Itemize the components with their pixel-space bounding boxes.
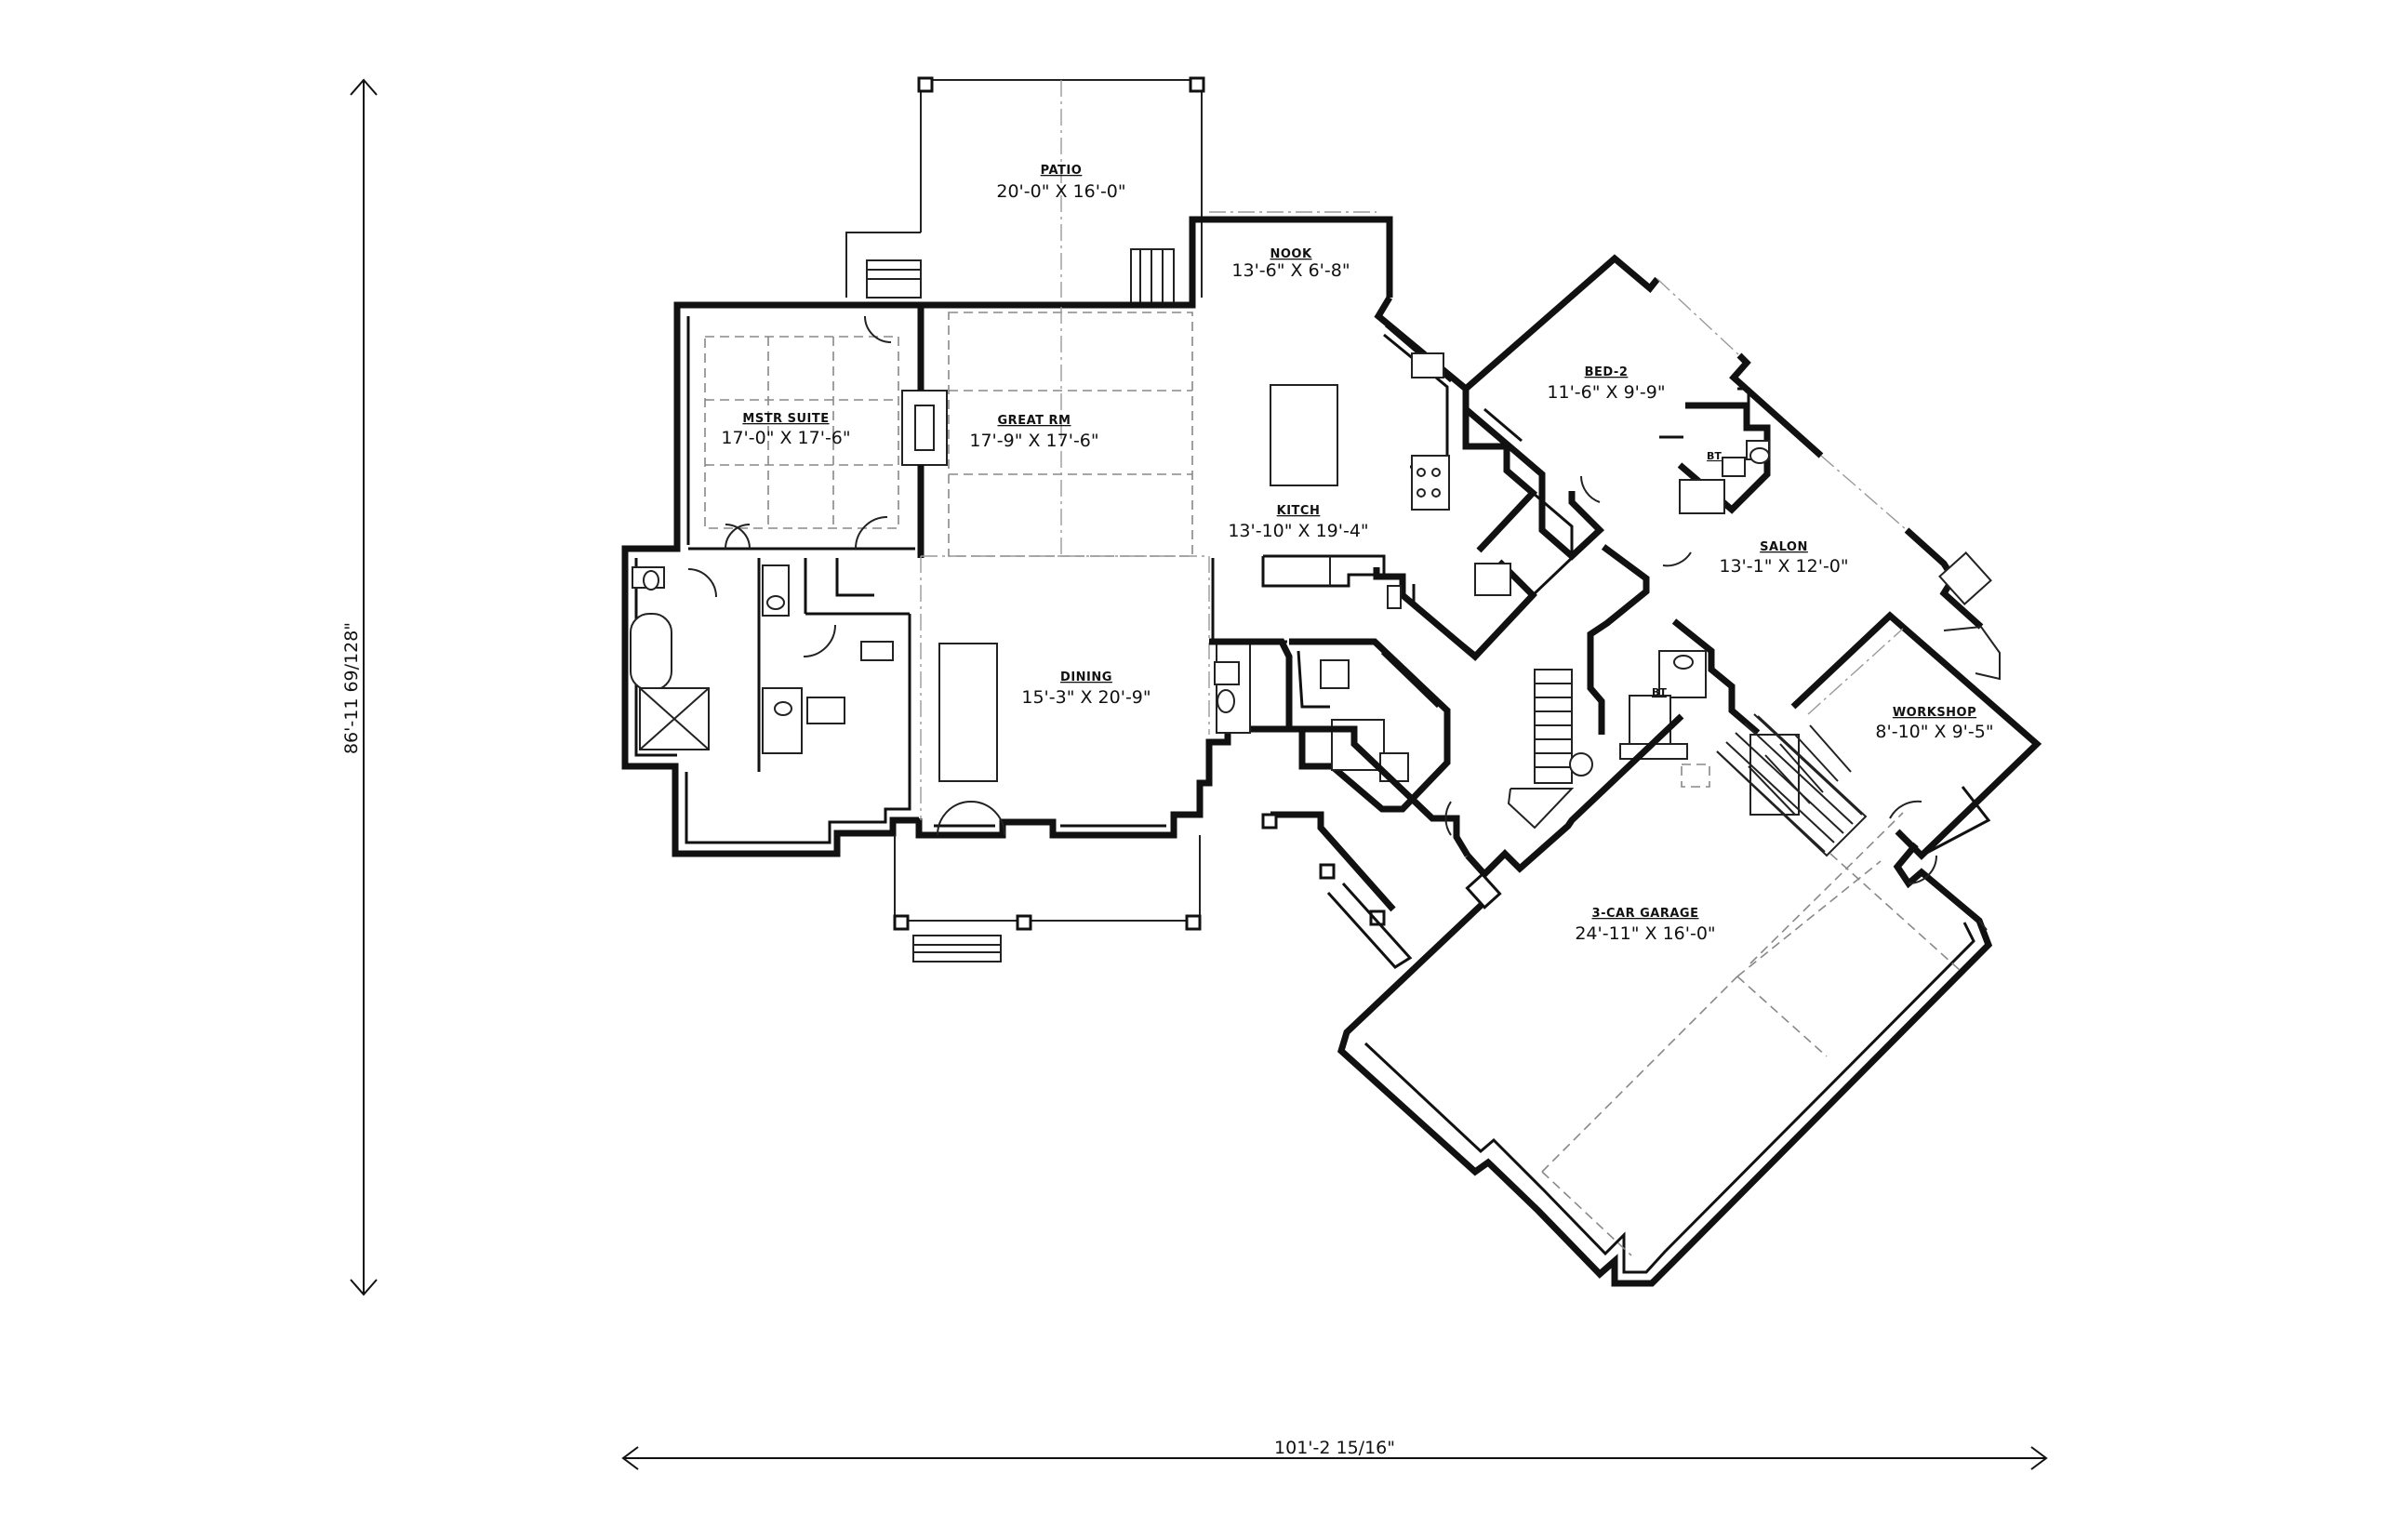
staircase-left [1507,669,1575,830]
kitchen-label: KITCH [1277,504,1321,518]
master-suite-size: 17'-0" X 17'-6" [721,428,850,448]
pantry-block [1373,409,1574,661]
bedroom-wing-walls [1463,254,1984,630]
patio-label: PATIO [1041,164,1083,178]
workshop-label: WORKSHOP [1893,706,1976,720]
garage-size: 24'-11" X 16'-0" [1575,923,1715,944]
mudroom-walls [1261,725,1471,969]
bed-2-size: 11'-6" X 9'-9" [1547,382,1665,403]
dining-area-lines [920,556,1210,820]
bath-upper-label: BT [1707,450,1722,462]
dining-label: DINING [1060,670,1112,684]
master-suite-label: MSTR SUITE [742,412,829,426]
front-porch [893,835,1202,962]
bed-2-label: BED-2 [1585,365,1629,379]
door-swings [687,315,1937,884]
kitchen-fixtures [1261,333,1450,588]
kitchen-size: 13'-10" X 19'-4" [1228,521,1368,541]
master-suite-ceiling-grid [704,336,899,529]
garage-walls [1337,713,1993,1287]
nook-label: NOOK [1270,247,1311,261]
salon-size: 13'-1" X 12'-0" [1719,556,1848,577]
great-room-label: GREAT RM [998,414,1071,428]
great-room-size: 17'-9" X 17'-6" [969,431,1098,451]
horizontal-dimension-line [621,1446,2048,1470]
dining-size: 15'-3" X 20'-9" [1021,687,1151,708]
master-closet-walls [804,558,874,614]
workshop-size: 8'-10" X 9'-5" [1875,722,1993,742]
nook-size: 13'-6" X 6'-8" [1231,260,1350,281]
master-bath-fixtures [630,564,894,754]
powder-laundry [1209,638,1451,813]
patio-size: 20'-0" X 16'-0" [996,181,1125,202]
room-labels: PATIO 20'-0" X 16'-0" NOOK 13'-6" X 6'-8… [721,164,1993,944]
vertical-dimension-line [350,78,378,1296]
garage-label: 3-CAR GARAGE [1592,907,1699,921]
patio-area [845,76,1205,306]
great-room-ceiling-grid [921,307,1209,557]
salon-label: SALON [1760,540,1808,554]
overall-depth-label: 86'-11 69/128" [341,622,362,754]
salon-workshop-walls [1587,544,2042,860]
bath-lower-label: BT [1652,686,1667,698]
overall-width-label: 101'-2 15/16" [1274,1438,1395,1458]
exterior-walls [621,211,1470,857]
